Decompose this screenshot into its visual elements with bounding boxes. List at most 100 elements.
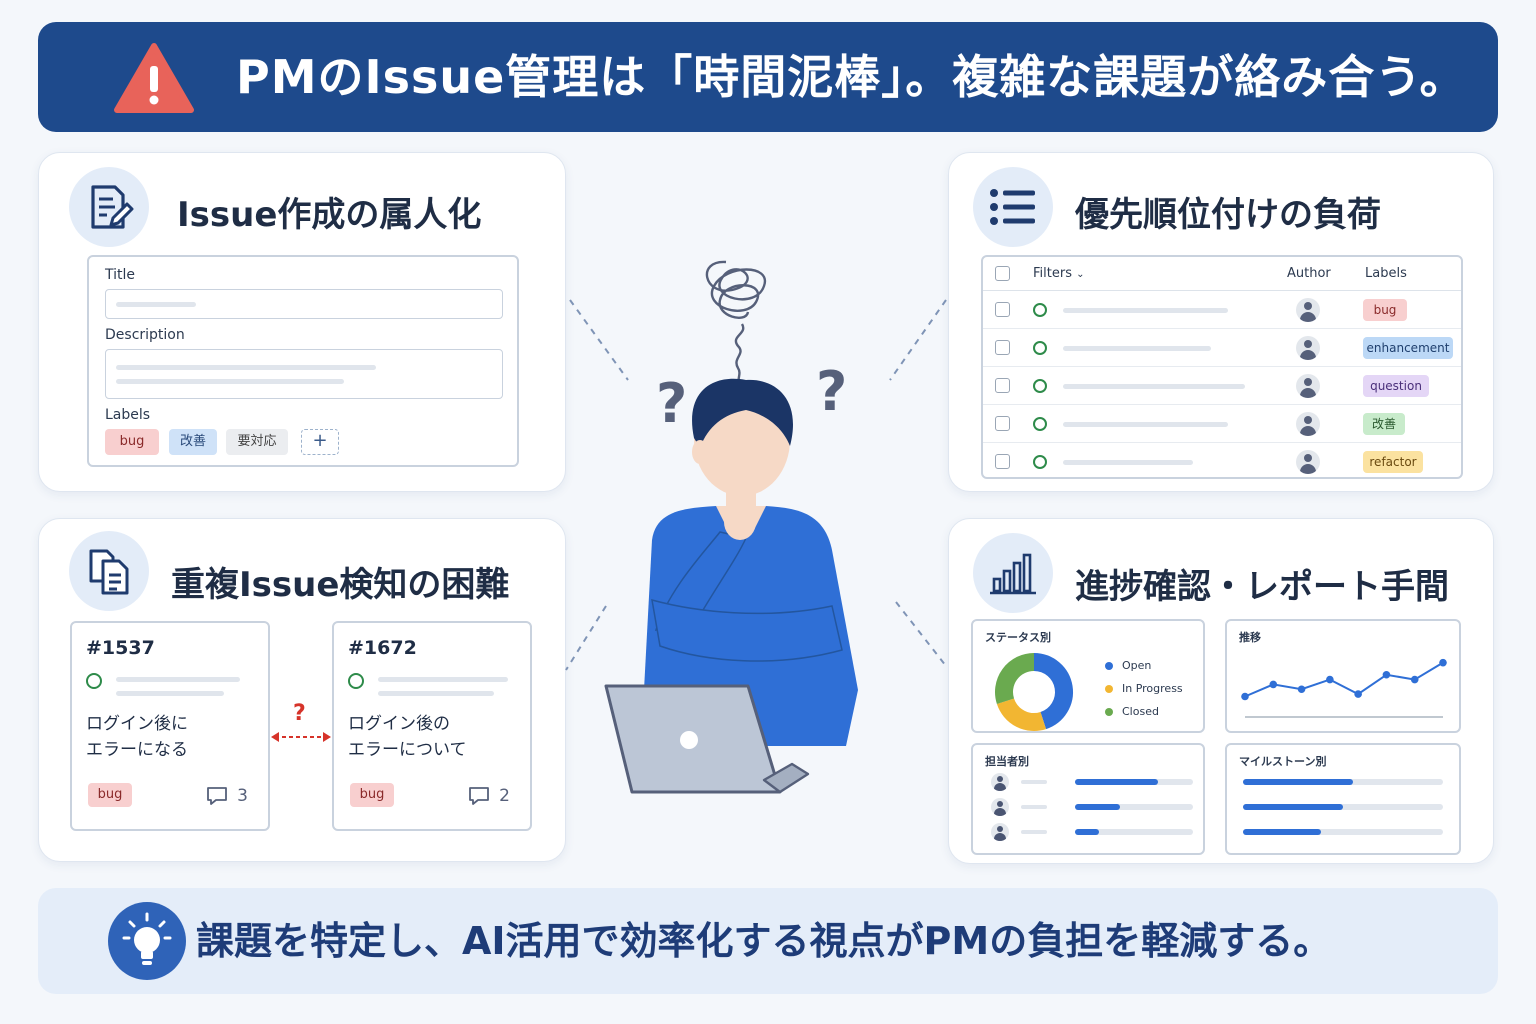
issue-title-placeholder [1063, 422, 1228, 427]
author-column-header[interactable]: Author [1287, 266, 1331, 281]
list-icon [973, 167, 1053, 247]
legend-in-progress: In Progress [1105, 682, 1183, 695]
prioritization-title: 優先順位付けの負荷 [1075, 195, 1381, 235]
label-tag-action[interactable]: 要対応 [226, 429, 288, 455]
label-tag-bug[interactable]: bug [105, 429, 159, 455]
bar-fill [1075, 829, 1099, 835]
bar-track [1243, 804, 1443, 810]
assignee-bar-chart [973, 745, 1203, 853]
open-issue-icon [1033, 379, 1047, 393]
list-item[interactable]: refactor [983, 443, 1461, 481]
label-tag-improve[interactable]: 改善 [169, 429, 217, 455]
duplicate-arrow-icon [271, 732, 331, 742]
row-checkbox[interactable] [995, 454, 1010, 469]
bar-fill [1243, 829, 1321, 835]
trend-point [1439, 658, 1447, 667]
label-badge[interactable]: question [1363, 375, 1429, 397]
chevron-down-icon: ⌄ [1076, 269, 1085, 280]
list-item[interactable]: 改善 [983, 405, 1461, 443]
issue-creation-card: Issue作成の属人化 Title Description Labels bug… [38, 152, 566, 492]
status-donut-chart [995, 653, 1073, 731]
labels-column-header[interactable]: Labels [1365, 266, 1407, 281]
document-edit-icon [69, 167, 149, 247]
page-title: PMのIssue管理は「時間泥棒」。複雑な課題が絡み合う。 [236, 50, 1467, 104]
assignee-name-placeholder [1021, 805, 1047, 809]
tangled-thought-icon [705, 260, 767, 385]
select-all-checkbox[interactable] [995, 266, 1010, 281]
header-banner: PMのIssue管理は「時間泥棒」。複雑な課題が絡み合う。 [38, 22, 1498, 132]
filters-dropdown[interactable]: Filters ⌄ [1033, 266, 1085, 281]
row-checkbox[interactable] [995, 416, 1010, 431]
assignee-avatar [991, 773, 1009, 791]
comment-count[interactable]: 2 [467, 785, 510, 807]
label-badge[interactable]: bug [88, 783, 132, 807]
list-item[interactable]: bug [983, 291, 1461, 329]
issue-list-header: Filters ⌄ Author Labels [983, 257, 1461, 291]
bar-chart-icon [973, 533, 1053, 613]
row-checkbox[interactable] [995, 302, 1010, 317]
label-badge[interactable]: 改善 [1363, 413, 1405, 435]
legend-open: Open [1105, 659, 1151, 672]
trend-panel[interactable]: 推移 [1225, 619, 1461, 733]
trend-line-chart [1241, 658, 1447, 718]
label-badge[interactable]: bug [350, 783, 394, 807]
trend-point [1241, 692, 1249, 701]
issue-card-1537[interactable]: #1537 ログイン後に エラーになる bug 3 [70, 621, 270, 831]
progress-card: 進捗確認・レポート手間 ステータス別 Open In Progress Clos… [948, 518, 1494, 864]
bar-fill [1243, 804, 1343, 810]
connector-lines [565, 299, 947, 671]
author-avatar [1296, 336, 1320, 360]
milestone-panel-title: マイルストーン別 [1239, 755, 1327, 768]
donut-slice-open [1033, 653, 1073, 730]
duplicates-title: 重複Issue検知の困難 [171, 565, 510, 605]
issue-title: ログイン後に エラーになる [86, 714, 188, 760]
duplicates-card: 重複Issue検知の困難 #1537 ログイン後に エラーになる bug 3 ?… [38, 518, 566, 862]
bar-track [1243, 779, 1443, 785]
label-badge[interactable]: refactor [1363, 451, 1423, 473]
comment-icon [469, 787, 490, 805]
issue-card-1672[interactable]: #1672 ログイン後の エラーについて bug 2 [332, 621, 532, 831]
legend-closed: Closed [1105, 705, 1159, 718]
bar-fill [1075, 779, 1158, 785]
milestone-bar-chart [1227, 745, 1459, 853]
issue-title-placeholder [1063, 460, 1193, 465]
list-item[interactable]: question [983, 367, 1461, 405]
donut-slice-closed [995, 653, 1035, 705]
issue-title-placeholder [1063, 384, 1245, 389]
add-label-button[interactable]: + [301, 429, 339, 455]
assignee-name-placeholder [1021, 780, 1047, 784]
status-panel-title: ステータス別 [985, 631, 1051, 644]
issue-number: #1537 [86, 637, 155, 659]
assignee-panel[interactable]: 担当者別 [971, 743, 1205, 855]
label-badge[interactable]: bug [1363, 299, 1407, 321]
title-input[interactable] [105, 289, 503, 319]
assignee-avatar [991, 823, 1009, 841]
issue-creation-title: Issue作成の属人化 [177, 195, 482, 235]
trend-series-line [1244, 661, 1444, 698]
label-badge[interactable]: enhancement [1363, 337, 1453, 359]
description-input[interactable] [105, 349, 503, 399]
trend-point [1326, 675, 1334, 684]
trend-point [1297, 685, 1306, 694]
assignee-panel-title: 担当者別 [985, 755, 1029, 768]
duplicate-question-mark: ? [293, 701, 306, 726]
description-label: Description [105, 327, 185, 343]
assignee-name-placeholder [1021, 830, 1047, 834]
footer-message: 課題を特定し、AI活用で効率化する視点がPMの負担を軽減する。 [196, 919, 1332, 963]
open-issue-icon [86, 673, 102, 689]
author-avatar [1296, 298, 1320, 322]
row-checkbox[interactable] [995, 378, 1010, 393]
status-panel[interactable]: ステータス別 Open In Progress Closed [971, 619, 1205, 733]
row-checkbox[interactable] [995, 340, 1010, 355]
labels-label: Labels [105, 407, 151, 423]
question-mark-left: ? [656, 372, 687, 435]
issue-title-placeholder [1063, 346, 1211, 351]
list-item[interactable]: enhancement [983, 329, 1461, 367]
milestone-panel[interactable]: マイルストーン別 [1225, 743, 1461, 855]
trend-point [1269, 680, 1278, 689]
bar-track [1075, 829, 1193, 835]
issue-number: #1672 [348, 637, 417, 659]
issue-form: Title Description Labels bug 改善 要対応 + [87, 255, 519, 467]
bar-fill [1075, 804, 1120, 810]
comment-count[interactable]: 3 [205, 785, 248, 807]
